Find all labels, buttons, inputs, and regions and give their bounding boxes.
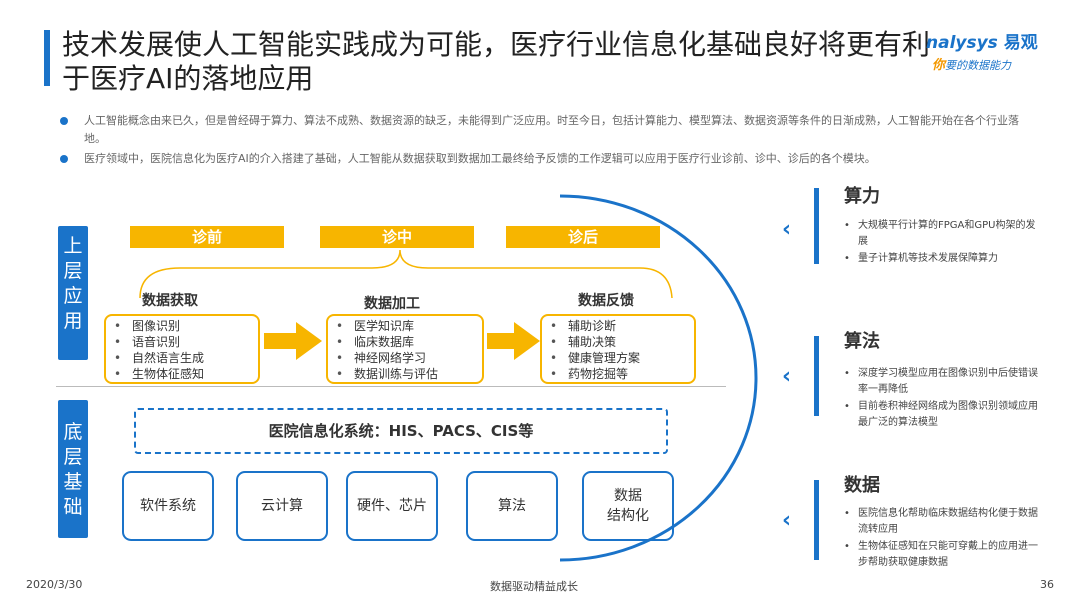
pillar-item: 大规模平行计算的FPGA和GPU构架的发展 <box>842 218 1042 250</box>
logo-slogan: 要的数据能力 <box>945 59 1012 72</box>
flow-arrow-2 <box>487 322 540 360</box>
chevron-left-icon: ‹ <box>782 508 792 533</box>
page-number: 36 <box>1040 578 1054 591</box>
category-item: 临床数据库 <box>336 334 474 350</box>
foundation-algorithm: 算法 <box>466 471 558 541</box>
category-title-process: 数据加工 <box>364 296 420 312</box>
category-box-process: 医学知识库 临床数据库 神经网络学习 数据训练与评估 <box>326 314 484 384</box>
pillar-bar-data <box>814 480 819 560</box>
pillar-item: 深度学习模型应用在图像识别中后使错误率一再降低 <box>842 366 1042 398</box>
category-item: 辅助诊断 <box>550 318 686 334</box>
category-box-acquire: 图像识别 语音识别 自然语言生成 生物体征感知 <box>104 314 260 384</box>
pillar-bar-algorithm <box>814 336 819 416</box>
analysys-logo: nalysys 易观 你要的数据能力 <box>926 28 1056 73</box>
title-accent-bar <box>44 30 50 86</box>
pillar-list-algorithm: 深度学习模型应用在图像识别中后使错误率一再降低 目前卷积神经网络成为图像识别领域… <box>842 366 1042 432</box>
category-item: 神经网络学习 <box>336 350 474 366</box>
category-item: 自然语言生成 <box>114 350 250 366</box>
pillar-item: 目前卷积神经网络成为图像识别领域应用最广泛的算法模型 <box>842 399 1042 431</box>
foundation-hardware: 硬件、芯片 <box>346 471 438 541</box>
foundation-software: 软件系统 <box>122 471 214 541</box>
layer-divider <box>56 386 726 387</box>
logo-english: nalysys <box>926 33 998 53</box>
category-title-acquire: 数据获取 <box>142 293 198 309</box>
phase-post-diagnosis: 诊后 <box>506 226 660 248</box>
category-box-feedback: 辅助诊断 辅助决策 健康管理方案 药物挖掘等 <box>540 314 696 384</box>
footer-slogan: 数据驱动精益成长 <box>490 580 578 593</box>
intro-bullet: 医疗领域中，医院信息化为医疗AI的介入搭建了基础，人工智能从数据获取到数据加工最… <box>60 150 1020 168</box>
pillar-title-data: 数据 <box>844 475 880 496</box>
phase-in-diagnosis: 诊中 <box>320 226 474 248</box>
pillar-item: 医院信息化帮助临床数据结构化便于数据流转应用 <box>842 506 1042 538</box>
phase-brace <box>139 249 673 299</box>
pillar-bar-compute <box>814 188 819 264</box>
footer-date: 2020/3/30 <box>26 578 83 591</box>
category-item: 医学知识库 <box>336 318 474 334</box>
category-item: 数据训练与评估 <box>336 366 474 382</box>
foundation-cloud: 云计算 <box>236 471 328 541</box>
flow-arrow-1 <box>264 322 322 360</box>
his-system-box: 医院信息化系统：HIS、PACS、CIS等 <box>134 408 668 454</box>
pillar-list-data: 医院信息化帮助临床数据结构化便于数据流转应用 生物体征感知在只能可穿戴上的应用进… <box>842 506 1042 572</box>
layer-label-bottom: 底层基础 <box>58 400 88 538</box>
phase-pre-diagnosis: 诊前 <box>130 226 284 248</box>
layer-label-top: 上层应用 <box>58 226 88 360</box>
logo-slogan-ni: 你 <box>932 58 946 73</box>
pillar-title-compute: 算力 <box>844 186 880 207</box>
category-item: 语音识别 <box>114 334 250 350</box>
intro-bullet: 人工智能概念由来已久，但是曾经碍于算力、算法不成熟、数据资源的缺乏，未能得到广泛… <box>60 112 1020 148</box>
pillar-item: 量子计算机等技术发展保障算力 <box>842 251 1042 267</box>
pillar-title-algorithm: 算法 <box>844 331 880 352</box>
foundation-data-structuring: 数据 结构化 <box>582 471 674 541</box>
chevron-left-icon: ‹ <box>782 364 792 389</box>
intro-bullets: 人工智能概念由来已久，但是曾经碍于算力、算法不成熟、数据资源的缺乏，未能得到广泛… <box>60 112 1020 170</box>
logo-chinese: 易观 <box>1003 33 1038 53</box>
pillar-item: 生物体征感知在只能可穿戴上的应用进一步帮助获取健康数据 <box>842 539 1042 571</box>
category-item: 药物挖掘等 <box>550 366 686 382</box>
chevron-left-icon: ‹ <box>782 217 792 242</box>
pillar-list-compute: 大规模平行计算的FPGA和GPU构架的发展 量子计算机等技术发展保障算力 <box>842 218 1042 268</box>
category-item: 生物体征感知 <box>114 366 250 382</box>
page-title: 技术发展使人工智能实践成为可能，医疗行业信息化基础良好将更有利于医疗AI的落地应… <box>62 28 931 95</box>
category-item: 辅助决策 <box>550 334 686 350</box>
category-title-feedback: 数据反馈 <box>578 293 634 309</box>
category-item: 图像识别 <box>114 318 250 334</box>
category-item: 健康管理方案 <box>550 350 686 366</box>
